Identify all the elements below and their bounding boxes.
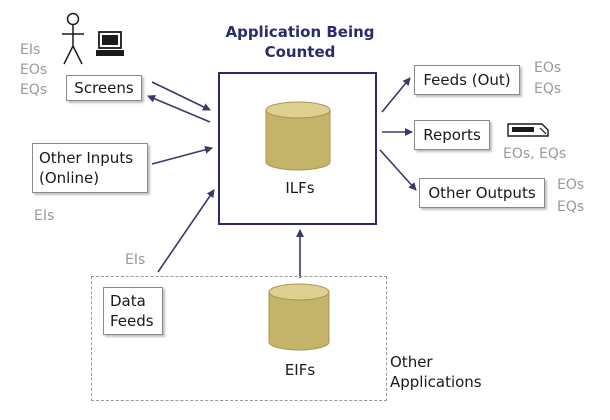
feeds-out-box: Feeds (Out): [414, 65, 520, 95]
other-applications-label: Other Applications: [390, 352, 482, 392]
title-line-2: Counted: [264, 43, 336, 61]
arrow-data-feeds-to-app: [157, 189, 215, 273]
ilfs-database-icon: [265, 101, 331, 171]
arrow-screens-to-app: [151, 81, 211, 111]
other-apps-line-1: Other: [390, 353, 433, 371]
data-feeds-line-2: Feeds: [110, 312, 154, 330]
arrow-app-to-other-outputs: [379, 149, 417, 191]
screens-eq-label: EQs: [20, 82, 48, 98]
other-outputs-label: Other Outputs: [428, 184, 536, 202]
ilfs-label: ILFs: [285, 179, 315, 197]
other-outputs-box: Other Outputs: [419, 178, 545, 208]
screens-box: Screens: [66, 75, 142, 101]
arrow-app-to-feeds-out: [381, 77, 411, 113]
eifs-database-icon: [268, 283, 330, 351]
arrow-other-inputs-to-app: [151, 145, 213, 165]
other-inputs-line-1: Other Inputs: [39, 149, 134, 167]
data-feeds-box: Data Feeds: [103, 287, 163, 335]
feeds-out-eq-label: EQs: [534, 81, 562, 97]
other-inputs-ei-label: EIs: [34, 208, 55, 224]
feeds-out-label: Feeds (Out): [423, 71, 511, 89]
feeds-out-eo-label: EOs: [534, 60, 562, 76]
reports-eo-eq-label: EOs, EQs: [503, 146, 567, 162]
computer-icon: [96, 31, 124, 56]
other-inputs-line-2: (Online): [39, 169, 100, 187]
reports-box: Reports: [414, 120, 490, 150]
other-outputs-eq-label: EQs: [557, 199, 585, 215]
reports-label: Reports: [423, 126, 481, 144]
screens-eo-label: EOs: [20, 62, 48, 78]
other-apps-line-2: Applications: [390, 373, 482, 391]
eifs-label: EIFs: [284, 361, 316, 379]
data-feeds-ei-label: EIs: [125, 252, 146, 268]
data-feeds-line-1: Data: [110, 292, 146, 310]
printer-icon: [507, 123, 549, 137]
screens-ei-label: EIs: [20, 42, 41, 58]
other-applications-box: [91, 276, 387, 401]
diagram-title: Application Being Counted: [210, 22, 390, 62]
title-line-1: Application Being: [225, 23, 375, 41]
other-outputs-eo-label: EOs: [557, 177, 585, 193]
arrow-app-to-screens: [147, 95, 211, 123]
person-icon: [62, 12, 84, 65]
other-inputs-box: Other Inputs (Online): [32, 143, 148, 193]
screens-label: Screens: [74, 79, 134, 97]
